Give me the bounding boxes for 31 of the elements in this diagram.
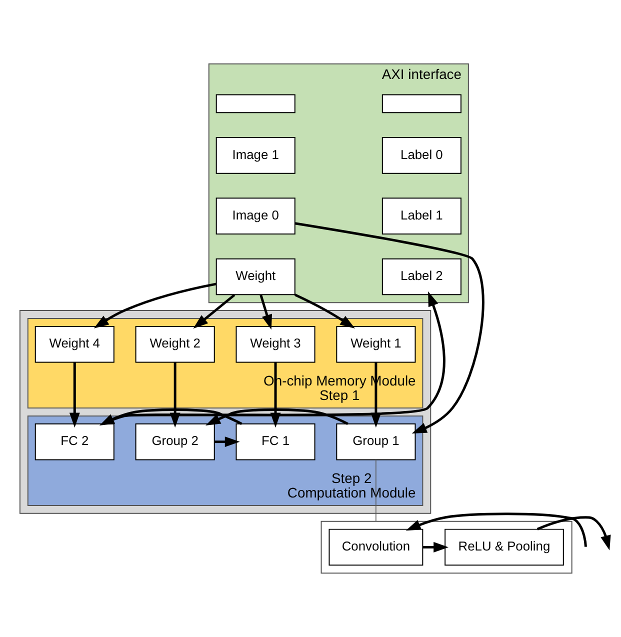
cluster: [19, 310, 432, 514]
node-box: Weight 3: [236, 326, 316, 363]
arrow: [193, 294, 236, 329]
node-box: Image 1: [216, 137, 296, 174]
node-box: ReLU & Pooling: [444, 528, 564, 566]
arrow: [294, 222, 484, 434]
node-box: Group 2: [135, 423, 215, 460]
arrow: [294, 294, 355, 328]
node-box: Convolution: [328, 528, 424, 566]
node-box: Group 1: [336, 423, 416, 460]
node-box: [382, 94, 462, 114]
arrow: [536, 516, 611, 550]
arrow: [406, 512, 587, 547]
node-box: Weight 4: [34, 326, 114, 363]
arrow: [102, 291, 446, 425]
arrow: [214, 436, 240, 448]
arrow: [206, 408, 348, 426]
arrow: [69, 362, 80, 428]
node-box: Weight 2: [135, 326, 215, 363]
node-box: Label 1: [382, 198, 462, 234]
node-box: FC 2: [34, 423, 114, 460]
node-box: Image 0: [216, 198, 296, 234]
node-box: Weight: [216, 258, 296, 296]
node-box: Label 2: [382, 258, 462, 296]
arrow: [260, 294, 272, 330]
arrow: [94, 282, 217, 328]
node-box: FC 1: [236, 423, 316, 460]
arrow: [422, 542, 449, 552]
node-box: Weight 1: [336, 326, 416, 363]
node-box: [216, 94, 296, 114]
node-box: Label 0: [382, 137, 462, 174]
